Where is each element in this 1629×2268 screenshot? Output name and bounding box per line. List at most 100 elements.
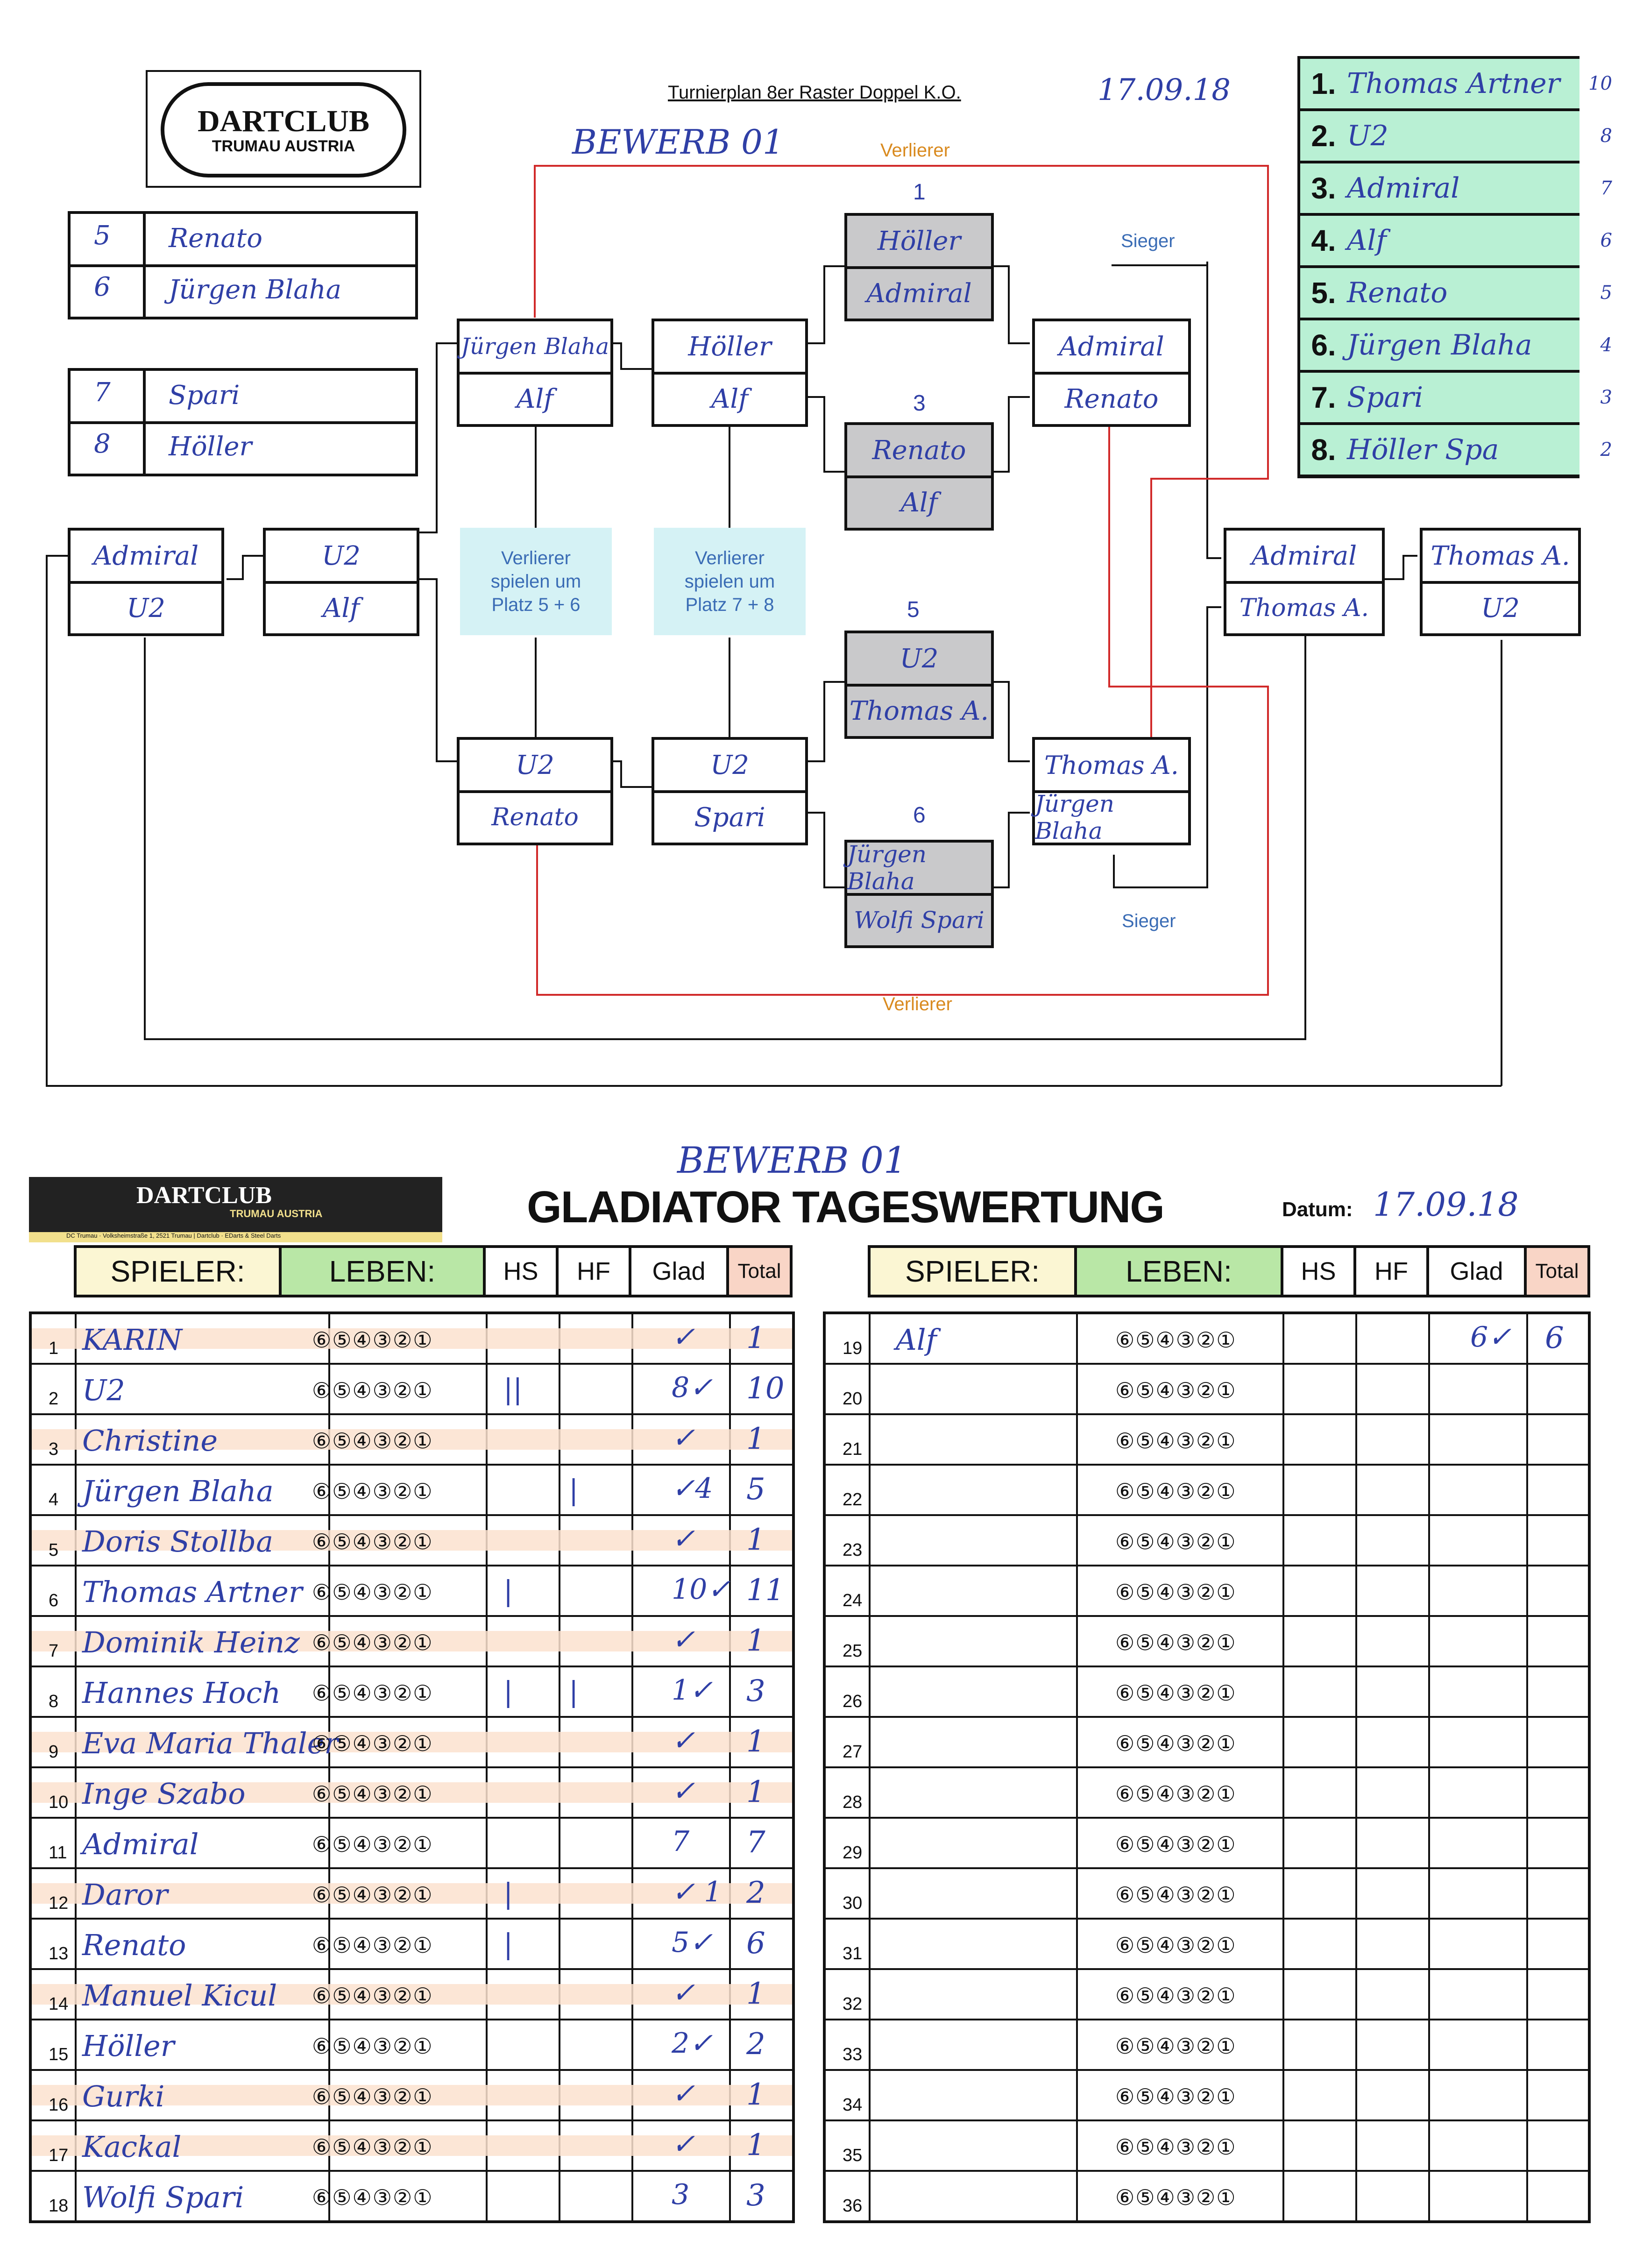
lives-counter: ⑥⑤④③②① (312, 1832, 433, 1857)
lives-counter: ⑥⑤④③②① (1115, 1630, 1237, 1655)
player-name: Admiral (93, 540, 199, 571)
player-name: Alf (711, 383, 749, 414)
datum-value: 17.09.18 (1373, 1185, 1519, 1224)
match-box-final-right: Thomas A. U2 (1420, 528, 1581, 636)
gladiator-logo: DARTCLUB TRUMAU AUSTRIA (29, 1177, 442, 1232)
header-hs-right: HS (1281, 1245, 1356, 1297)
player-name: Thomas A. (1431, 540, 1570, 571)
match-box-losers-lower-right: U2 Spari (652, 737, 808, 845)
match-box-losers-upper-left: Jürgen Blaha Alf (457, 319, 613, 427)
player-name: Höller (877, 226, 961, 256)
row-number: 25 (843, 1641, 863, 1661)
glad-value: 5✓ (672, 1926, 713, 1959)
player-name: Christine (82, 1424, 218, 1458)
player-row: 25 ⑥⑤④③②① (826, 1617, 1588, 1667)
glad-value: 6✓ (1470, 1321, 1512, 1354)
row-number: 32 (843, 1994, 863, 2014)
player-name: Thomas A. (1239, 594, 1369, 622)
seed-box-7-8: 7 Spari 8 Höller (68, 368, 418, 476)
row-number: 18 (49, 2196, 69, 2216)
player-name: Inge Szabo (82, 1777, 246, 1811)
row-number: 28 (843, 1793, 863, 1812)
total-value: 7 (746, 1825, 765, 1860)
player-name: U2 (127, 593, 165, 624)
row-number: 8 (49, 1692, 59, 1711)
player-name: Renato (491, 803, 579, 831)
player-name: KARIN (82, 1323, 183, 1357)
hs-marks: | (503, 1878, 513, 1910)
player-name: Spari (694, 802, 765, 833)
header-hs: HS (483, 1245, 559, 1297)
lives-counter: ⑥⑤④③②① (1115, 1832, 1237, 1857)
total-value: 3 (746, 2178, 765, 2213)
gladiator-title: GLADIATOR TAGESWERTUNG (527, 1182, 1165, 1232)
header-total: Total (726, 1245, 793, 1297)
lives-counter: ⑥⑤④③②① (312, 1378, 433, 1403)
logo-line2: TRUMAU AUSTRIA (212, 137, 355, 155)
total-value: 1 (746, 1321, 765, 1355)
player-name: U2 (710, 750, 749, 780)
gladiator-logo-line2: TRUMAU AUSTRIA (230, 1208, 323, 1219)
player-name: Admiral (82, 1827, 199, 1861)
ranking-row: 4.Alf 6 (1300, 216, 1612, 268)
lives-counter: ⑥⑤④③②① (1115, 2084, 1237, 2109)
total-value: 1 (746, 1623, 765, 1658)
lives-counter: ⑥⑤④③②① (312, 1882, 433, 1907)
seed-name: Renato (169, 223, 262, 254)
row-number: 21 (843, 1439, 863, 1459)
lives-counter: ⑥⑤④③②① (1115, 1529, 1237, 1554)
total-value: 2 (746, 2027, 765, 2062)
glad-value: 8✓ (672, 1371, 713, 1404)
sieger-label-top: Sieger (1121, 231, 1175, 251)
row-number: 13 (49, 1944, 69, 1963)
sieger-label-bottom: Sieger (1122, 911, 1176, 931)
bracket-lines (46, 165, 1502, 1087)
glad-value: ✓ 1 (672, 1876, 722, 1908)
glad-value: ✓ (672, 1422, 695, 1454)
row-number: 20 (843, 1389, 863, 1409)
lives-counter: ⑥⑤④③②① (312, 2185, 433, 2210)
match-box-losers-upper-right: Höller Alf (652, 319, 808, 427)
player-name: Dominik Heinz (82, 1625, 300, 1659)
lives-counter: ⑥⑤④③②① (1115, 1580, 1237, 1605)
row-number: 35 (843, 2146, 863, 2165)
player-name: U2 (899, 643, 939, 674)
lives-counter: ⑥⑤④③②① (1115, 1680, 1237, 1706)
row-number: 9 (49, 1742, 59, 1762)
match-box-6: Jürgen Blaha Wolfi Spari (844, 840, 994, 948)
player-name: Alf (322, 593, 360, 624)
hs-marks: | (503, 1575, 513, 1608)
player-name: Renato (872, 435, 966, 466)
row-number: 1 (49, 1339, 59, 1358)
player-name: Höller (82, 2029, 175, 2063)
glad-value: ✓ (672, 1523, 695, 1555)
lives-counter: ⑥⑤④③②① (1115, 2134, 1237, 2160)
glad-value: ✓4 (672, 1472, 713, 1505)
total-value: 1 (746, 2077, 765, 2112)
header-hf-right: HF (1353, 1245, 1429, 1297)
player-name: Doris Stollba (82, 1524, 274, 1559)
ranking-row: 3.Admiral 7 (1300, 163, 1612, 216)
glad-value: 2✓ (672, 2027, 713, 2060)
row-number: 4 (49, 1490, 59, 1510)
highlight-stripe (32, 1429, 792, 1450)
date-top: 17.09.18 (1098, 73, 1231, 107)
ranking-row: 5.Renato 5 (1300, 268, 1612, 320)
total-value: 1 (746, 1422, 765, 1456)
row-number: 27 (843, 1742, 863, 1762)
lives-counter: ⑥⑤④③②① (1115, 1479, 1237, 1504)
total-value: 3 (746, 1674, 765, 1708)
header-glad: Glad (629, 1245, 729, 1297)
